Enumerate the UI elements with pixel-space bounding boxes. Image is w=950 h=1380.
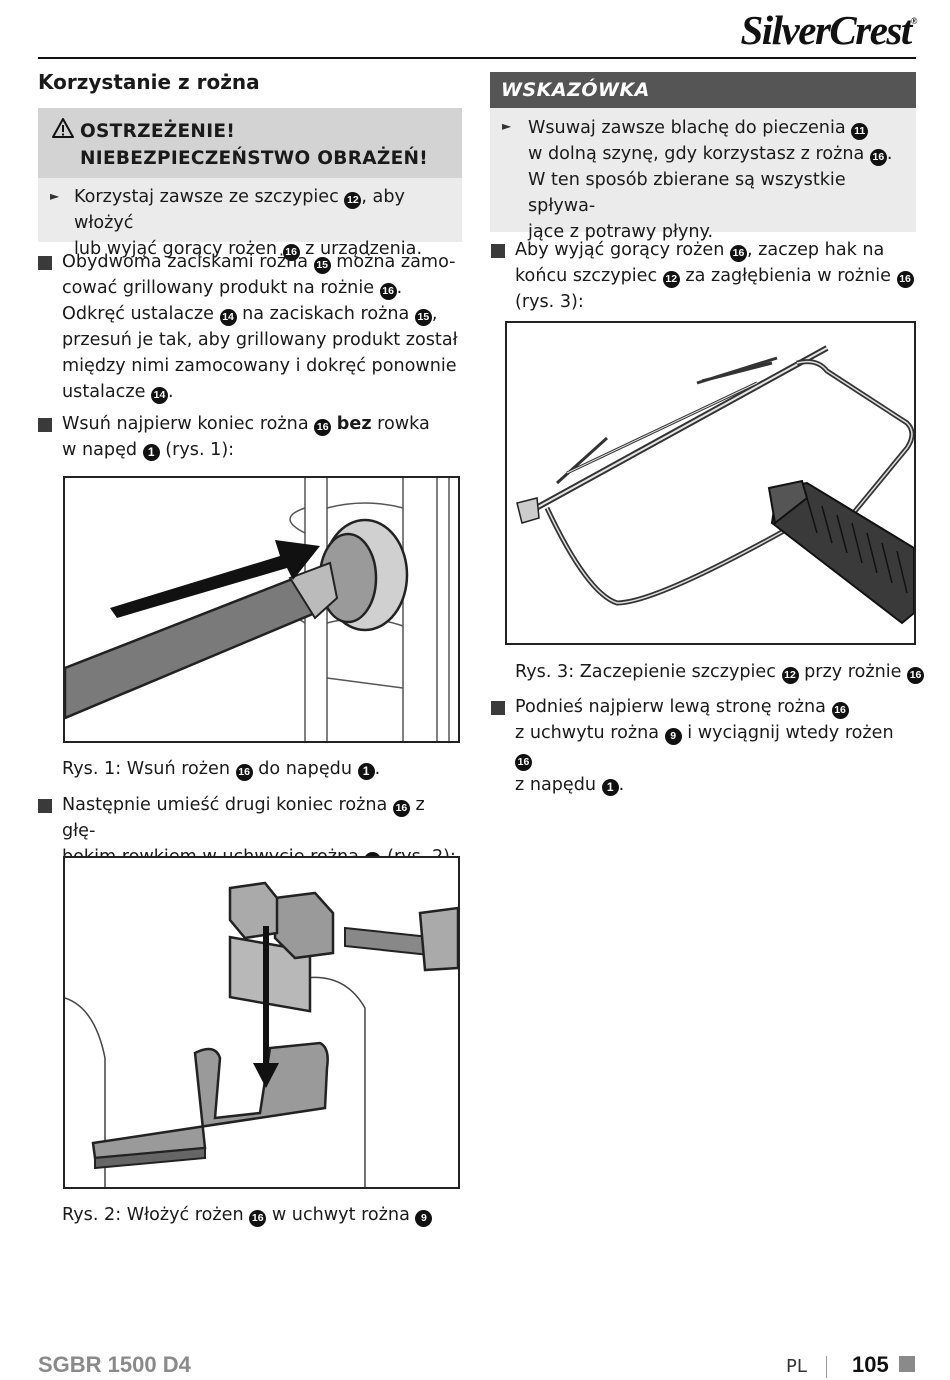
callout-number-icon: 16: [392, 800, 410, 817]
footer-language: PL: [786, 1356, 807, 1377]
figure-1-insert-spit: [63, 476, 460, 743]
instruction-hook-tongs: Aby wyjąć gorący rożen 16, zaczep hak na…: [515, 237, 915, 315]
instruction-fix-clamps: Obydwoma zaciskami rożna 15 można zamo- …: [62, 252, 458, 404]
bullet-square: [491, 244, 505, 258]
callout-number-icon: 12: [662, 271, 680, 288]
callout-number-icon: 16: [907, 667, 925, 684]
callout-number-icon: 16: [235, 764, 253, 781]
bullet-square: [491, 701, 505, 715]
callout-number-icon: 16: [729, 245, 747, 262]
callout-number-icon: 16: [869, 149, 887, 166]
figure-3-tongs-on-spit: [505, 321, 916, 645]
arrow-bullet-icon: ►: [502, 119, 512, 133]
callout-number-icon: 16: [282, 244, 300, 261]
callout-number-icon: 9: [415, 1210, 433, 1227]
footer-square: [899, 1356, 915, 1372]
bullet-square: [38, 799, 52, 813]
callout-number-icon: 15: [414, 309, 432, 326]
section-heading: Korzystanie z rożna: [38, 70, 260, 94]
arrow-bullet-icon: ►: [50, 189, 60, 203]
brand-logo: SilverCrest®: [740, 7, 917, 53]
tip-text: Wsuwaj zawsze blachę do pieczenia 11 w d…: [528, 118, 893, 242]
warning-subtitle: NIEBEZPIECZEŃSTWO OBRAŻEŃ!: [80, 148, 429, 169]
tip-header: WSKAZÓWKA: [490, 72, 916, 108]
callout-number-icon: 1: [357, 763, 375, 780]
figure-2-spit-holder: [63, 856, 460, 1189]
callout-number-icon: 9: [664, 728, 682, 745]
callout-number-icon: 16: [515, 754, 532, 771]
callout-number-icon: 12: [781, 667, 799, 684]
callout-number-icon: 16: [831, 702, 849, 719]
figure-1-illustration: [65, 478, 450, 741]
callout-number-icon: 16: [896, 271, 914, 288]
figure-2-illustration: [65, 881, 458, 1187]
footer-model: SGBR 1500 D4: [38, 1352, 191, 1377]
warning-body: ► Korzystaj zawsze ze szczypiec 12, aby …: [38, 178, 462, 261]
tip-body: ► Wsuwaj zawsze blachę do pieczenia 11 w…: [490, 108, 916, 242]
callout-number-icon: 15: [313, 257, 331, 274]
header-rule: [38, 57, 916, 59]
warning-header: OSTRZEŻENIE! NIEBEZPIECZEŃSTWO OBRAŻEŃ!: [38, 108, 462, 178]
warning-text: Korzystaj zawsze ze szczypiec 12, aby wł…: [74, 187, 423, 261]
bullet-square: [38, 256, 52, 270]
callout-number-icon: 12: [344, 192, 362, 209]
bullet-square: [38, 418, 52, 432]
figure-1-caption: Rys. 1: Wsuń rożen 16 do napędu 1.: [62, 759, 381, 781]
footer-separator: [826, 1356, 827, 1378]
figure-3-illustration: [516, 345, 914, 625]
callout-number-icon: 16: [249, 1210, 267, 1227]
callout-number-icon: 14: [151, 387, 168, 404]
callout-number-icon: 11: [851, 123, 869, 140]
callout-number-icon: 1: [601, 779, 619, 796]
warning-title: OSTRZEŻENIE!: [80, 121, 236, 142]
callout-number-icon: 16: [379, 283, 397, 300]
callout-number-icon: 14: [219, 309, 237, 326]
callout-number-icon: 16: [314, 419, 332, 436]
tip-title: WSKAZÓWKA: [501, 79, 650, 101]
figure-2-caption: Rys. 2: Włożyć rożen 16 w uchwyt rożna 9: [62, 1202, 433, 1228]
figure-3-caption: Rys. 3: Zaczepienie szczypiec 12 przy ro…: [515, 659, 925, 685]
callout-number-icon: 1: [142, 444, 160, 461]
page-number: 105: [852, 1352, 889, 1377]
instruction-insert-spit: Wsuń najpierw koniec rożna 16 bez rowka …: [62, 414, 430, 461]
instruction-remove-spit: Podnieś najpierw lewą stronę rożna 16 z …: [515, 697, 894, 796]
warning-triangle-icon: [52, 118, 74, 138]
